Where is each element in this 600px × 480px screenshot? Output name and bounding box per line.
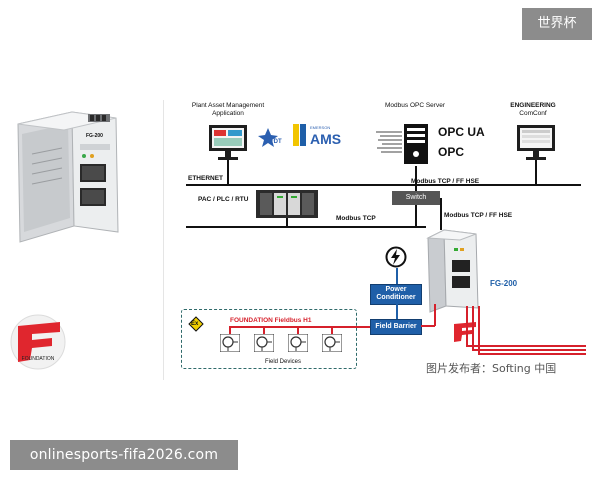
ethernet-bus xyxy=(186,184,581,186)
field-device-4-icon xyxy=(322,334,342,357)
fdt-label: FDT xyxy=(270,138,282,146)
modbus-ffhse-top-label: Modbus TCP / FF HSE xyxy=(411,178,479,186)
comconf-label: ComConf xyxy=(508,110,558,118)
foundation-logo-icon xyxy=(4,312,72,372)
barrier-to-fg200 xyxy=(421,325,435,327)
opc-server-icon xyxy=(376,122,438,171)
device-drop-2 xyxy=(263,326,265,334)
modbus-tcp-bus xyxy=(186,226,426,228)
fg200-diagram-device xyxy=(424,226,484,319)
fg200-device-label: FG-200 xyxy=(86,132,103,140)
ams-logo-bar xyxy=(293,124,299,146)
device-drop-3 xyxy=(297,326,299,334)
fg200-diagram-label: FG-200 xyxy=(490,280,517,288)
opc-label: OPC xyxy=(438,146,464,158)
foundation-logo: FOUNDATION xyxy=(4,312,72,372)
field-device-3-icon xyxy=(288,334,308,357)
power-drop xyxy=(396,268,398,284)
field-device-2-icon xyxy=(254,334,274,357)
fieldbus-h1-label: FOUNDATION Fieldbus H1 xyxy=(230,317,312,325)
fieldbus-h1-bus xyxy=(229,326,372,328)
device-drop-4 xyxy=(331,326,333,334)
ex-label: Ex xyxy=(191,320,198,328)
field-barrier-box: Field Barrier xyxy=(370,319,422,335)
foundation-mini-logo-icon xyxy=(452,322,478,347)
fieldbus-out-3h xyxy=(478,353,586,355)
fg200-down xyxy=(434,304,436,326)
foundation-logo-text: FOUNDATION xyxy=(10,355,66,363)
drop-left-monitor xyxy=(227,160,229,184)
fieldbus-out-1 xyxy=(466,306,468,346)
column-divider xyxy=(163,100,164,380)
image-credit: 图片发布者：Softing 中国 xyxy=(426,360,556,376)
top-watermark: 世界杯 xyxy=(522,8,592,40)
opc-ua-label: OPC UA xyxy=(438,126,485,138)
ams-logo-bar-2 xyxy=(300,124,306,146)
plant-asset-label: Plant Asset Management Application xyxy=(188,102,268,118)
fieldbus-out-1h xyxy=(466,345,586,347)
field-devices-label: Field Devices xyxy=(265,358,301,366)
pac-plc-rtu-label: PAC / PLC / RTU xyxy=(198,196,248,204)
fg200-product-photo: FG-200 xyxy=(12,104,158,260)
engineering-label: ENGINEERING xyxy=(508,102,558,110)
fieldbus-out-2 xyxy=(472,306,474,350)
fieldbus-out-2h xyxy=(472,349,586,351)
ams-label: AMS xyxy=(310,132,341,146)
drop-right-monitor xyxy=(535,160,537,184)
field-device-1-icon xyxy=(220,334,240,357)
power-conditioner-box: Power Conditioner xyxy=(370,284,422,305)
ethernet-label: ETHERNET xyxy=(188,175,223,183)
switch-box: Switch xyxy=(392,191,440,205)
bottom-watermark: onlinesports-fifa2026.com xyxy=(10,440,238,470)
modbus-opc-server-label: Modbus OPC Server xyxy=(375,102,455,110)
drop-switch-low xyxy=(415,205,417,227)
device-illustration xyxy=(12,104,158,260)
modbus-tcp-label: Modbus TCP xyxy=(336,215,376,223)
power-to-barrier xyxy=(396,303,398,319)
device-drop-1 xyxy=(229,326,231,334)
modbus-ffhse-right-label: Modbus TCP / FF HSE xyxy=(444,212,512,220)
fieldbus-out-3 xyxy=(478,306,480,354)
